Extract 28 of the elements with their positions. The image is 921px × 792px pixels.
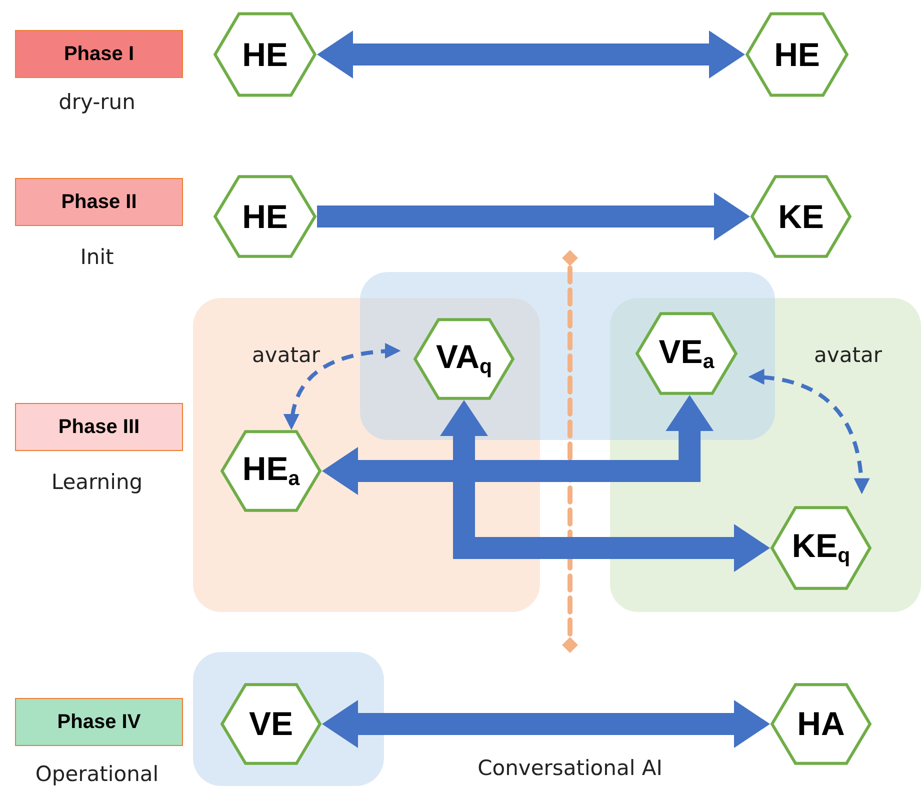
edge-label: avatar [251,343,321,367]
arrow [322,700,770,748]
phase-box: Phase III [15,403,183,451]
arrow [440,400,770,572]
hexagon-node: VE [220,683,322,765]
hexagon-node: KE$_{q}$ [770,506,872,590]
phase-box: Phase IV [15,698,183,746]
hexagon-node: VE$_{a}$ [635,312,738,395]
hexagon-node: HE$_{a}$ [220,430,322,512]
hexagon-node: HE [213,12,317,97]
arrow [317,192,750,240]
arrow [317,30,745,78]
phase-caption: dry-run [58,90,136,114]
arrow [322,395,714,495]
phase-caption: Learning [51,470,143,494]
phase-caption: Init [80,245,114,269]
edge-label: avatar [813,343,883,367]
hexagon-node: KE [750,175,852,258]
hexagon-node: HE [213,175,317,258]
phase-caption: Operational [35,762,159,786]
hexagon-node: VA$_{q}$ [413,318,515,400]
hexagon-node: HA [770,683,872,765]
phase-box: Phase II [15,178,183,226]
hexagon-node: HE [745,12,849,97]
edge-label: Conversational AI [476,756,664,780]
arrow [748,369,870,494]
phase-box: Phase I [15,30,183,78]
arrow [284,343,401,430]
